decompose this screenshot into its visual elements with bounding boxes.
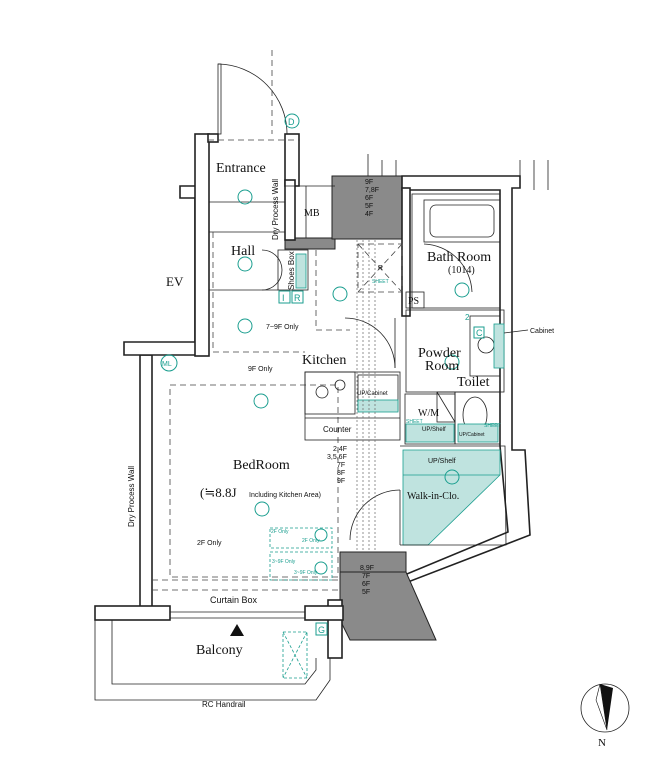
- intercom-d: [284, 113, 300, 129]
- label-bath-room: Bath Room: [427, 250, 491, 265]
- label-bedroom-size: (≒8.8J: [200, 485, 237, 500]
- label-hall: Hall: [231, 244, 255, 259]
- svg-text:ML: ML: [162, 361, 172, 368]
- svg-text:6F: 6F: [365, 195, 373, 202]
- lower-floor-stack: 8,9F 7F 6F 5F: [360, 565, 374, 596]
- label-mb: MB: [304, 208, 320, 219]
- label-up-cabinet-toilet: UP/Cabinet: [459, 432, 485, 438]
- north-compass-icon: N: [580, 683, 630, 749]
- svg-text:7F: 7F: [362, 573, 370, 580]
- wall-bedroom-bottom-r: [304, 605, 344, 621]
- mb-floor-stack: 9F 7,8F 6F 5F 4F: [365, 179, 379, 218]
- bedroom-dashed-boundary: [169, 384, 339, 578]
- svg-text:3~9F Only: 3~9F Only: [294, 570, 318, 576]
- north-label: N: [598, 737, 606, 749]
- svg-text:2F Only: 2F Only: [271, 529, 289, 535]
- svg-text:8,9F: 8,9F: [360, 565, 374, 572]
- refrigerator-space: [357, 243, 403, 293]
- label-ev: EV: [166, 274, 184, 289]
- svg-text:7F: 7F: [337, 462, 345, 469]
- wall-entrance-left: [194, 133, 210, 357]
- label-up-cabinet-kitchen: UP/Cabinet: [357, 391, 388, 397]
- balcony-outline: [94, 620, 331, 701]
- ml-symbol: [160, 354, 178, 372]
- wall-mb-right: [331, 175, 403, 240]
- label-wm: W/M: [418, 408, 439, 419]
- wall-door-right: [284, 133, 300, 187]
- svg-text:2: 2: [465, 313, 470, 322]
- label-7-9f-only: 7~9F Only: [266, 324, 299, 331]
- svg-text:4F: 4F: [365, 211, 373, 218]
- label-bedroom: BedRoom: [233, 458, 290, 473]
- bath-room-area: [411, 193, 501, 309]
- svg-text:2F Only: 2F Only: [302, 538, 320, 544]
- svg-text:5F: 5F: [365, 203, 373, 210]
- label-powder-2: Room: [425, 359, 459, 374]
- entrance-door-swing: [217, 63, 288, 135]
- svg-text:G: G: [318, 625, 325, 635]
- wall-lower-diag: [339, 571, 437, 641]
- label-counter: Counter: [323, 425, 352, 434]
- label-powder-1: Powder: [418, 346, 461, 361]
- label-bath-size: (1014): [448, 265, 475, 276]
- wall-bedroom-bottom: [94, 605, 171, 621]
- balcony-inner: [111, 620, 317, 685]
- label-kitchen: Kitchen: [302, 353, 346, 368]
- svg-text:3,5,6F: 3,5,6F: [327, 454, 347, 461]
- label-2f-only: 2F Only: [197, 540, 222, 547]
- label-dry-wall-top: Dry Process Wall: [271, 179, 280, 240]
- label-shoes-box: Shoes Box: [287, 251, 296, 290]
- svg-text:SHEET: SHEET: [372, 279, 389, 285]
- wall-entrance-top: [207, 133, 219, 143]
- label-up-shelf-walkin: UP/Shelf: [428, 458, 456, 465]
- label-r-mark: R: [378, 265, 383, 272]
- wall-bedroom-left: [139, 354, 153, 608]
- entry-arrow: [230, 624, 244, 636]
- label-bedroom-note: Including Kitchen Area): [249, 492, 321, 499]
- svg-text:C: C: [476, 328, 483, 338]
- svg-text:SHEET: SHEET: [406, 419, 423, 425]
- walk-in-shelf: [402, 449, 501, 546]
- label-entrance: Entrance: [216, 161, 266, 176]
- label-balcony: Balcony: [196, 643, 243, 658]
- wall-mb-left: [284, 179, 296, 241]
- svg-text:SHEET: SHEET: [484, 423, 501, 429]
- label-curtain-box: Curtain Box: [210, 595, 258, 605]
- kitchen-floor-stack: 2,4F 3,5,6F 7F 8F 9F: [327, 446, 347, 485]
- svg-text:9F: 9F: [337, 478, 345, 485]
- label-9f-only: 9F Only: [248, 366, 273, 373]
- label-ps: PS: [408, 296, 419, 307]
- svg-text:7,8F: 7,8F: [365, 187, 379, 194]
- bathtub: [423, 199, 501, 243]
- svg-text:2,4F: 2,4F: [333, 446, 347, 453]
- svg-text:8F: 8F: [337, 470, 345, 477]
- svg-text:3~9F Only: 3~9F Only: [272, 559, 296, 565]
- entrance-door-panel: [217, 63, 222, 135]
- svg-text:5F: 5F: [362, 589, 370, 596]
- svg-text:R: R: [294, 293, 301, 303]
- washing-machine-space: [404, 393, 456, 445]
- label-rc-handrail: RC Handrail: [202, 700, 246, 709]
- svg-text:D: D: [288, 117, 295, 127]
- ceiling-lights: [237, 189, 470, 575]
- label-walk-in: Walk-in-Clo.: [407, 491, 459, 502]
- wall-mb-bottom: [284, 237, 336, 250]
- label-dry-wall-left: Dry Process Wall: [127, 466, 136, 527]
- svg-text:9F: 9F: [365, 179, 373, 186]
- label-toilet: Toilet: [457, 375, 490, 390]
- label-up-shelf-powder: UP/Shelf: [422, 427, 446, 433]
- svg-text:6F: 6F: [362, 581, 370, 588]
- svg-text:I: I: [282, 293, 285, 303]
- label-cabinet: Cabinet: [530, 328, 554, 335]
